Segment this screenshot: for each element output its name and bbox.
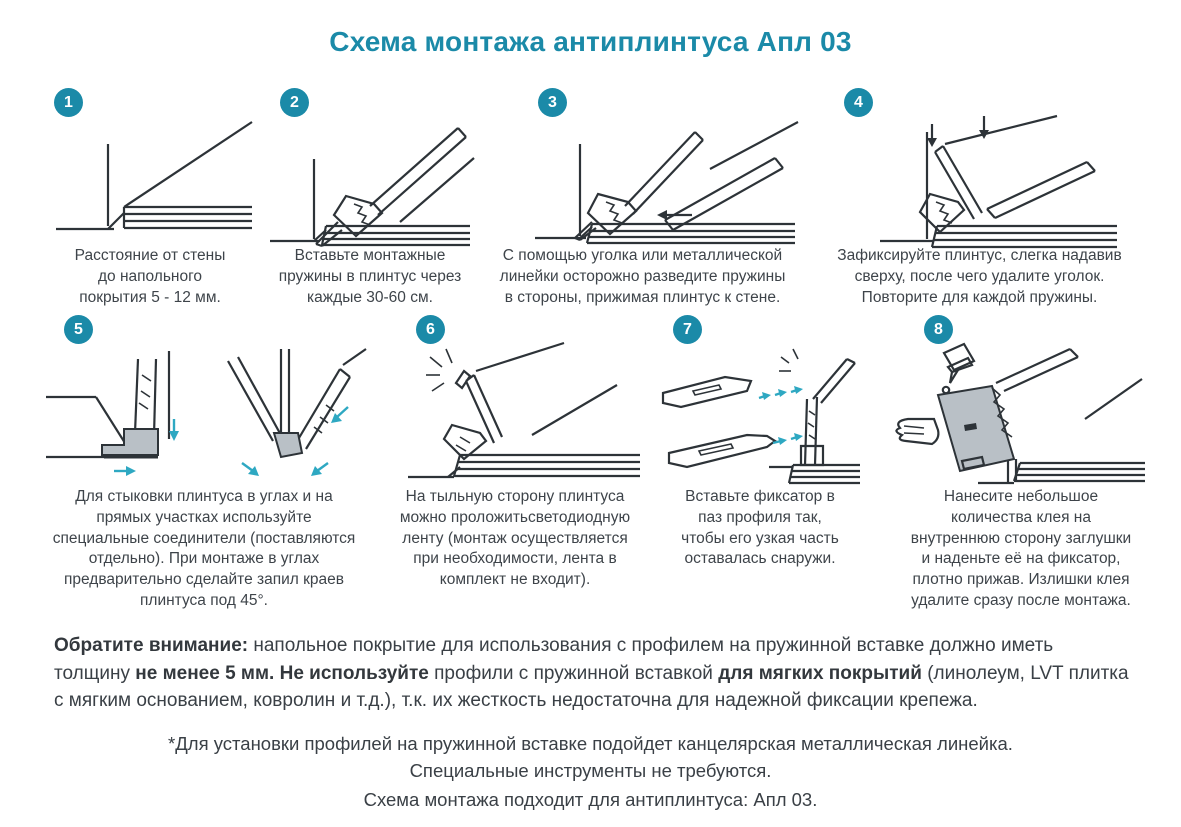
step-5: 5 (38, 315, 370, 615)
attention-note-bold-lead: Обратите внимание: (54, 635, 254, 656)
step-8-diagram (880, 341, 1162, 486)
tools-footnote: *Для установки профилей на пружинной вст… (168, 733, 1013, 781)
step-4-number-badge: 4 (844, 88, 873, 117)
step-8-caption: Нанесите небольшое количества клея на вн… (910, 488, 1132, 609)
step-number: 4 (854, 93, 863, 111)
wall-floor-gap-illustration (56, 121, 253, 231)
step-number: 8 (934, 320, 943, 338)
step-number: 3 (548, 93, 557, 111)
step-7-caption: Вставьте фиксатор в паз профиля так, что… (681, 488, 839, 568)
step-6-diagram (382, 341, 648, 486)
step-4-caption: Зафиксируйте плинтус, слегка надавив све… (837, 247, 1122, 306)
step-5-number-badge: 5 (64, 315, 93, 344)
step-1-number-badge: 1 (54, 88, 83, 117)
step-1-caption: Расстояние от стены до напольного покрыт… (74, 247, 226, 306)
step-7-diagram (655, 341, 865, 486)
step-8-number-badge: 8 (924, 315, 953, 344)
attention-note-bold-soft: для мягких покрытий (718, 662, 928, 684)
step-2-caption: Вставьте монтажные пружины в плинтус чер… (278, 247, 462, 306)
step-3-number-badge: 3 (538, 88, 567, 117)
step-5-caption: Для стыковки плинтуса в углах и на прямы… (52, 488, 356, 609)
step-1-diagram (40, 114, 260, 254)
step-6-caption: На тыльную сторону плинтуса можно пролож… (399, 488, 631, 589)
step-number: 2 (290, 93, 299, 111)
step-2-diagram (262, 114, 478, 254)
step-number: 6 (426, 320, 435, 338)
attention-note-text: (линолеум, LVT плитка с мягким основание… (54, 662, 1129, 712)
attention-note-text: профили с пружинной вставкой (434, 662, 719, 684)
press-fix-illustration (880, 114, 1117, 249)
step-6: 6 На тыльную сторону плинтуса можно прол… (382, 315, 648, 615)
step-7-number-badge: 7 (673, 315, 702, 344)
step-2-number-badge: 2 (280, 88, 309, 117)
attention-note: Обратите внимание: напольное покрытие дл… (54, 632, 1130, 715)
step-number: 7 (683, 320, 692, 338)
step-6-number-badge: 6 (416, 315, 445, 344)
step-3: 3 С помощью уголка ил (480, 88, 805, 308)
step-number: 1 (64, 93, 73, 111)
step-1: 1 Расстояние от стены до напольного покр… (40, 88, 260, 308)
attention-note-text: напольное покрытие для использования с п… (54, 635, 1054, 684)
page-title: Схема монтажа антиплинтуса Апл 03 (329, 26, 852, 57)
step-8: 8 Нанесите небольшое количес (880, 315, 1162, 615)
step-2: 2 Вставьте монтажные пружины в плинтус ч… (262, 88, 478, 308)
ruler-spread-illustration (535, 121, 799, 245)
led-strip-illustration (408, 341, 640, 479)
step-3-diagram (480, 114, 805, 254)
step-4-diagram (812, 114, 1147, 254)
fixator-insert-illustration (661, 348, 860, 485)
glue-endcap-illustration (895, 342, 1145, 485)
step-number: 5 (74, 320, 83, 338)
step-3-caption: С помощью уголка или металлической линей… (499, 247, 786, 306)
spring-insert-illustration (270, 127, 475, 248)
step-4: 4 Зафиксируйте плинтус, слегка нада (812, 88, 1147, 308)
compatibility-line: Схема монтажа подходит для антиплинтуса:… (363, 789, 818, 810)
step-7: 7 (655, 315, 865, 615)
attention-note-bold-thickness: не менее 5 мм. Не используйте (135, 662, 435, 684)
corner-connector-illustration (46, 348, 367, 476)
step-5-diagram (38, 341, 370, 486)
